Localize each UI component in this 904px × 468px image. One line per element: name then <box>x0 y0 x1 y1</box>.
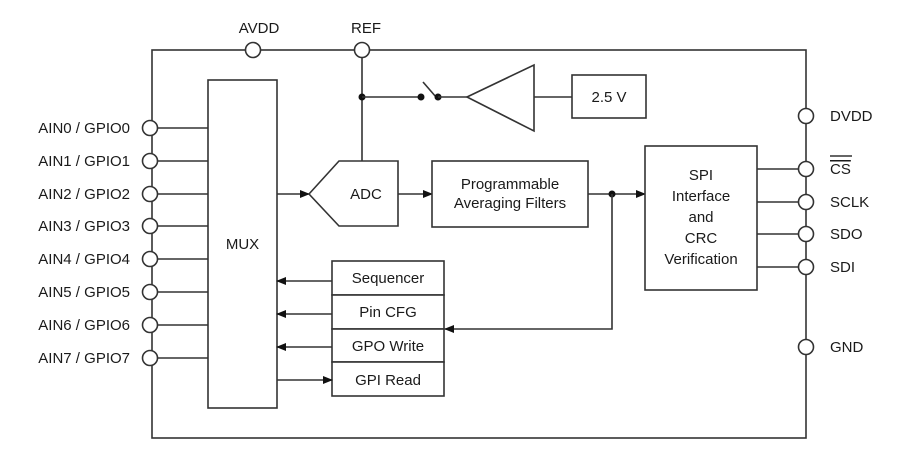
pin-ain4: AIN4 / GPIO4 <box>38 250 208 268</box>
gpi-read-block <box>331 361 445 397</box>
pin-sdi <box>797 258 815 276</box>
sequencer-block <box>331 260 445 296</box>
spi-label-5: Verification <box>664 251 737 268</box>
pin-label: AIN5 / GPIO5 <box>38 284 130 301</box>
pin-ain1: AIN1 / GPIO1 <box>38 152 208 170</box>
pin-label: AIN3 / GPIO3 <box>38 218 130 235</box>
pin-label-dvdd: DVDD <box>830 108 873 125</box>
gpo-write-block <box>331 328 445 363</box>
left-pins: AIN0 / GPIO0 AIN1 / GPIO1 AIN2 / GPIO2 A… <box>38 119 208 367</box>
pin-label: AIN7 / GPIO7 <box>38 350 130 367</box>
pin-label-gnd: GND <box>830 339 864 356</box>
spi-crc-block <box>644 145 758 291</box>
gpo-write-label: GPO Write <box>352 338 424 355</box>
spi-label-4: CRC <box>685 230 718 247</box>
pin-label-cs: CS <box>830 161 851 178</box>
pin-ain7: AIN7 / GPIO7 <box>38 349 208 367</box>
pin-ref <box>353 41 371 59</box>
gpi-read-label: GPI Read <box>355 372 421 389</box>
buffer-amplifier-icon <box>465 63 535 133</box>
reference-label: 2.5 V <box>591 89 626 106</box>
pin-ain2: AIN2 / GPIO2 <box>38 185 208 203</box>
averaging-filters-block <box>431 160 589 228</box>
pin-label: AIN2 / GPIO2 <box>38 186 130 203</box>
spi-label-3: and <box>688 209 713 226</box>
pin-label-sdo: SDO <box>830 226 863 243</box>
pin-cfg-label: Pin CFG <box>359 304 417 321</box>
mux-label: MUX <box>226 236 259 253</box>
pin-dvdd <box>797 107 815 125</box>
switch-icon <box>422 81 437 98</box>
spi-to-control-arrow <box>444 194 613 333</box>
pin-ain6: AIN6 / GPIO6 <box>38 316 208 334</box>
pin-label: AIN1 / GPIO1 <box>38 153 130 170</box>
sequencer-label: Sequencer <box>352 270 425 287</box>
pin-label-sclk: SCLK <box>830 194 869 211</box>
pin-label: AIN6 / GPIO6 <box>38 317 130 334</box>
pin-label-sdi: SDI <box>830 259 855 276</box>
pin-gnd <box>797 338 815 356</box>
chip-outline <box>151 49 807 439</box>
right-pins: DVDD CS SCLK SDO SDI GND <box>757 107 873 356</box>
pin-label: AIN0 / GPIO0 <box>38 120 130 137</box>
pin-ain3: AIN3 / GPIO3 <box>38 217 208 235</box>
pin-sdo <box>797 225 815 243</box>
pin-ain5: AIN5 / GPIO5 <box>38 283 208 301</box>
mux-block <box>207 79 278 409</box>
adc-label: ADC <box>350 186 382 203</box>
filters-label-line2: Averaging Filters <box>454 195 566 212</box>
pin-label-avdd: AVDD <box>239 20 280 37</box>
pin-label-ref: REF <box>351 20 381 37</box>
pin-label: AIN4 / GPIO4 <box>38 251 130 268</box>
filters-label-line1: Programmable <box>461 176 559 193</box>
pin-avdd <box>244 41 262 59</box>
control-blocks: Sequencer Pin CFG GPO Write GPI Read <box>331 260 445 397</box>
spi-label-1: SPI <box>689 167 713 184</box>
pin-ain0: AIN0 / GPIO0 <box>38 119 208 137</box>
reference-2v5-block <box>571 74 647 119</box>
pin-cs <box>797 160 815 178</box>
spi-label-2: Interface <box>672 188 730 205</box>
pin-sclk <box>797 193 815 211</box>
